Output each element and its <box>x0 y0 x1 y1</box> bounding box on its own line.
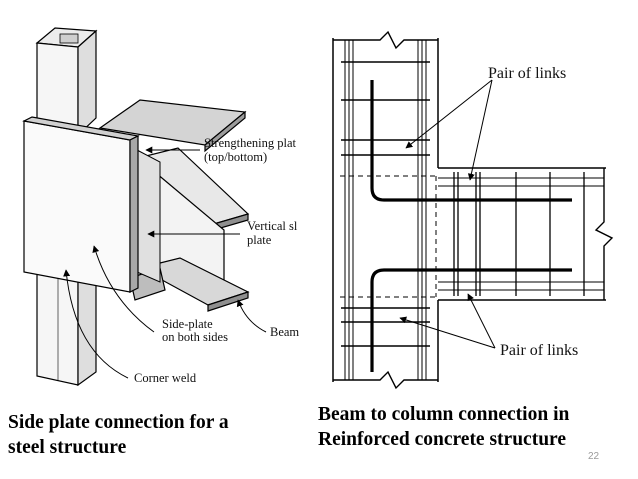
beam-longitudinal-bars <box>438 177 604 291</box>
column-ties <box>341 61 430 347</box>
left-caption-line2: steel structure <box>8 437 127 458</box>
left-leaders <box>63 146 267 379</box>
left-labels: Strengthening plat (top/bottom) Vertical… <box>134 136 299 385</box>
column-lower-front <box>36 269 79 386</box>
label-corner-weld: Corner weld <box>134 371 197 385</box>
right-caption: Beam to column connection in Reinforced … <box>318 402 638 452</box>
right-labels: Pair of links Pair of links <box>488 65 578 359</box>
leader-links-bottom-2 <box>467 293 496 349</box>
slide-number: 22 <box>588 451 600 462</box>
left-caption: Side plate connection for a steel struct… <box>8 410 308 460</box>
side-plate-right-edge <box>129 135 139 293</box>
side-plate-front <box>23 120 131 293</box>
leader-links-top-1 <box>405 79 493 149</box>
column-top-hole <box>59 33 79 44</box>
label-vertical-plate-2: plate <box>247 233 272 247</box>
label-top-bottom: (top/bottom) <box>204 150 267 164</box>
column-longitudinal-bars <box>344 40 427 380</box>
column-bottom-break <box>333 370 438 390</box>
label-side-plate-1: Side-plate <box>162 317 213 331</box>
label-pair-of-links-bottom: Pair of links <box>500 342 578 359</box>
right-caption-line2: Reinforced concrete structure <box>318 429 566 450</box>
column-top-break <box>333 30 438 50</box>
beam-stirrups <box>453 172 585 296</box>
leader-side-plate <box>92 245 155 333</box>
beam-bottom-flange-edge <box>207 291 249 312</box>
column-upper-side <box>77 29 97 137</box>
right-leaders <box>399 79 496 349</box>
leader-beam <box>236 299 267 333</box>
beam-end-break <box>594 168 614 300</box>
rc-connection-drawing <box>332 30 614 390</box>
leader-links-top-2 <box>467 79 493 181</box>
label-beam: Beam <box>270 325 299 339</box>
beam-top-bar-hook <box>370 80 572 202</box>
label-vertical-plate-1: Vertical sl <box>247 219 298 233</box>
steel-connection-drawing <box>22 27 250 387</box>
left-caption-line1: Side plate connection for a <box>8 412 229 433</box>
leader-corner-weld <box>63 269 129 379</box>
right-caption-line1: Beam to column connection in <box>318 404 570 425</box>
label-pair-of-links-top: Pair of links <box>488 65 566 82</box>
label-strengthening-plate: Strengthening plat <box>204 136 297 150</box>
leader-links-bottom-1 <box>399 316 496 349</box>
top-plate-edge <box>204 110 246 153</box>
label-side-plate-2: on both sides <box>162 330 228 344</box>
vertical-shear-plate <box>136 149 161 283</box>
joint-zone-dashes <box>340 175 438 298</box>
beam-bottom-bar-hook <box>370 268 572 372</box>
